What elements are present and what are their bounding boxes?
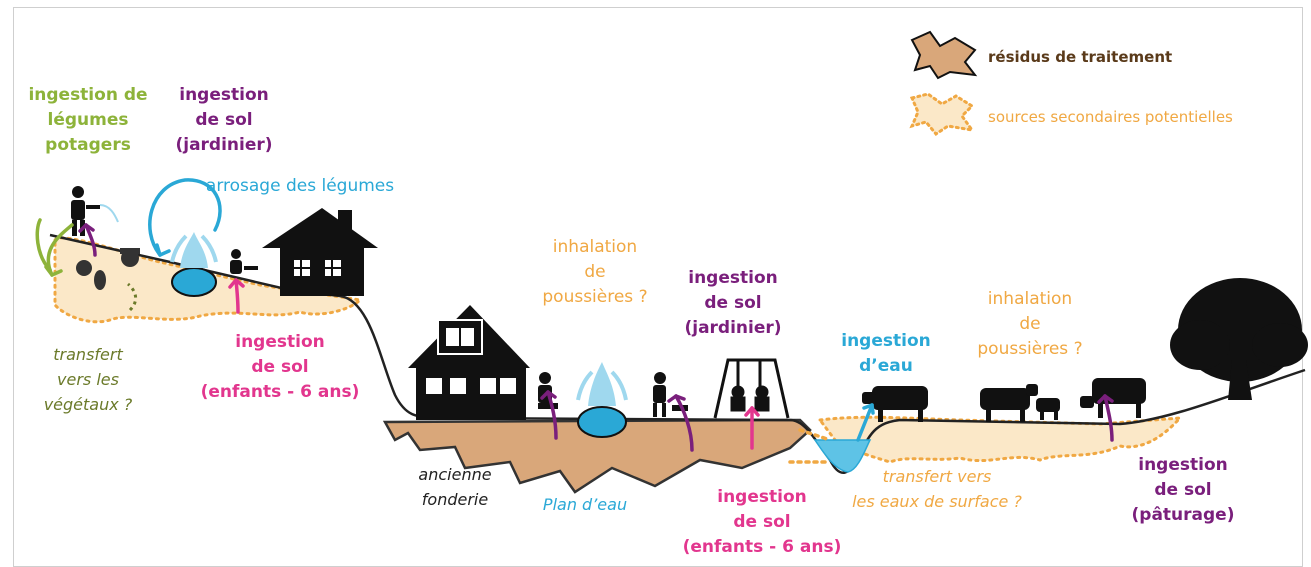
- soil-children-label-1: ingestion de sol (enfants - 6 ans): [200, 332, 360, 402]
- pond-label: Plan d’eau: [542, 495, 628, 514]
- cow-icon: [980, 384, 1060, 422]
- residue-legend-icon: [910, 30, 978, 80]
- legend-residues-label: résidus de traitement: [988, 48, 1173, 66]
- veg-ingestion-label: ingestion de légumes potagers: [28, 85, 148, 155]
- legend-secondary-label: sources secondaires potentielles: [988, 108, 1233, 126]
- surface-water: [813, 439, 872, 473]
- transfer-plants-arrow: [126, 282, 138, 312]
- water-ingestion-label: ingestion d’eau: [841, 331, 931, 376]
- soil-gardener-label-2: ingestion de sol (jardinier): [684, 268, 782, 338]
- old-foundry-label: ancienne fonderie: [418, 465, 492, 509]
- soil-pasture-label: ingestion de sol (pâturage): [1131, 455, 1235, 525]
- surface-transfer-label: transfert vers les eaux de surface ?: [852, 467, 1022, 511]
- transfer-plants-label: transfert vers les végétaux ?: [43, 345, 133, 414]
- dust-label-2: inhalation de poussières ?: [977, 289, 1083, 359]
- gardener-icon: [71, 186, 119, 236]
- soil-gardener-label-1: ingestion de sol (jardinier): [175, 85, 273, 155]
- soil-children-label-2: ingestion de sol (enfants - 6 ans): [682, 487, 842, 557]
- secondary-legend-icon: [909, 92, 976, 136]
- vegetables-icon: [76, 248, 140, 290]
- tree-icon: [1170, 278, 1308, 400]
- fountain-icon: [576, 362, 628, 438]
- transfer-dotted-arrows: [788, 428, 832, 464]
- residue-ground: [382, 418, 812, 494]
- watering-label: arrosage des légumes: [205, 176, 395, 196]
- child-icon: [653, 372, 688, 417]
- cow-icon: [1080, 378, 1146, 418]
- cow-icon: [862, 386, 928, 422]
- house-icon: [408, 305, 530, 420]
- house-icon: [262, 208, 378, 296]
- fountain-icon: [170, 232, 218, 297]
- swing-icon: [713, 358, 790, 419]
- dust-label-1: inhalation de poussières ?: [542, 237, 648, 307]
- exposure-arrows: [35, 178, 1114, 452]
- child-icon: [230, 249, 258, 274]
